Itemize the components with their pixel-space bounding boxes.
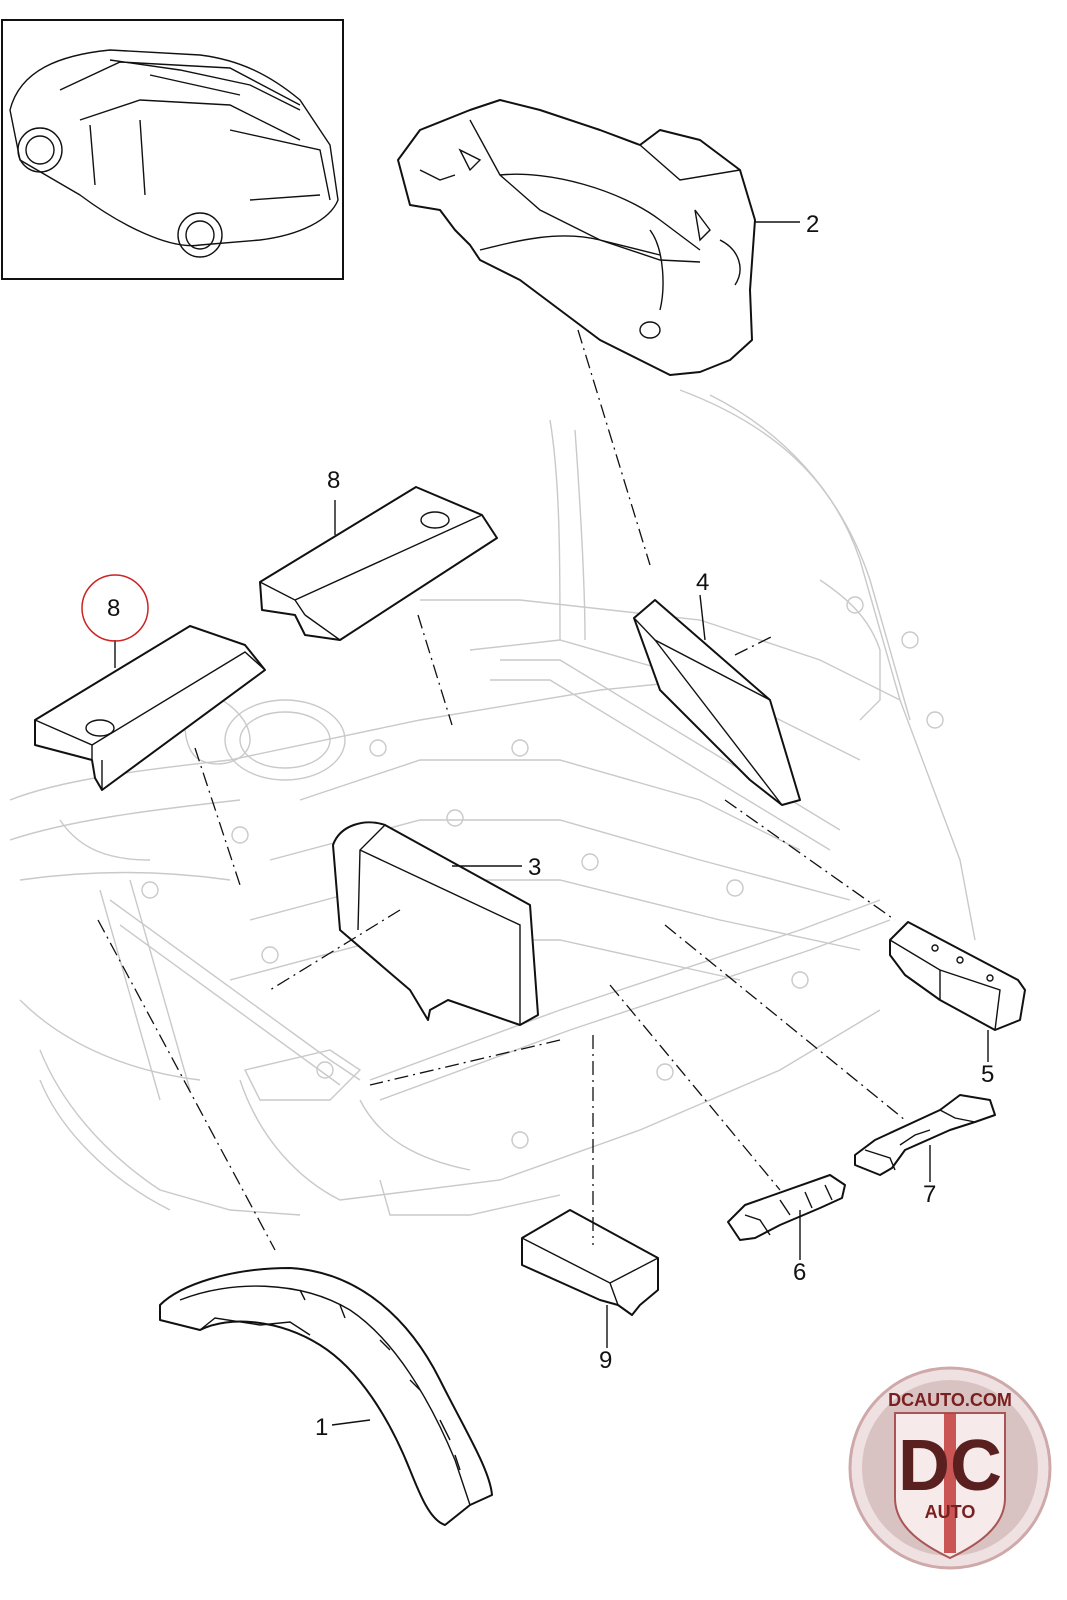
part-5-bracket — [889, 921, 1026, 1031]
callout-5[interactable]: 5 — [981, 1061, 994, 1088]
callout-4[interactable]: 4 — [696, 569, 709, 596]
callout-9[interactable]: 9 — [599, 1347, 612, 1374]
callout-1[interactable]: 1 — [315, 1414, 328, 1441]
highlight-circle — [81, 574, 149, 642]
part-9-foam-block — [521, 1209, 659, 1316]
callout-8-upper[interactable]: 8 — [327, 467, 340, 494]
watermark-monogram: DC — [898, 1426, 1002, 1506]
part-6-clip — [727, 1174, 846, 1241]
part-8-upper-foam-block — [259, 486, 498, 641]
callout-6[interactable]: 6 — [793, 1259, 806, 1286]
part-7-clip-strip — [854, 1094, 996, 1176]
callouts: 1 2 3 4 5 6 7 8 8 9 — [107, 211, 994, 1441]
part-2-side-trim — [397, 99, 756, 376]
dcauto-watermark-logo: DCAUTO.COM DC AUTO — [848, 1366, 1052, 1570]
vehicle-inset — [1, 19, 344, 280]
leader-lines — [114, 221, 989, 1426]
part-8-left-foam-block — [34, 625, 266, 791]
vehicle-thumbnail-icon — [9, 49, 339, 258]
watermark-top-text: DCAUTO.COM — [888, 1390, 1012, 1410]
assembly-lines — [97, 329, 906, 1251]
part-1-wheel-arch-liner — [159, 1267, 493, 1526]
callout-2[interactable]: 2 — [806, 211, 819, 238]
part-3-floor-pad — [332, 821, 539, 1026]
callout-8-highlighted[interactable]: 8 — [107, 595, 120, 622]
watermark-bottom-text: AUTO — [925, 1502, 976, 1522]
callout-3[interactable]: 3 — [528, 854, 541, 881]
part-4-insulation-pad — [633, 599, 801, 806]
vehicle-body-ghost — [9, 389, 976, 1216]
callout-7[interactable]: 7 — [923, 1181, 936, 1208]
